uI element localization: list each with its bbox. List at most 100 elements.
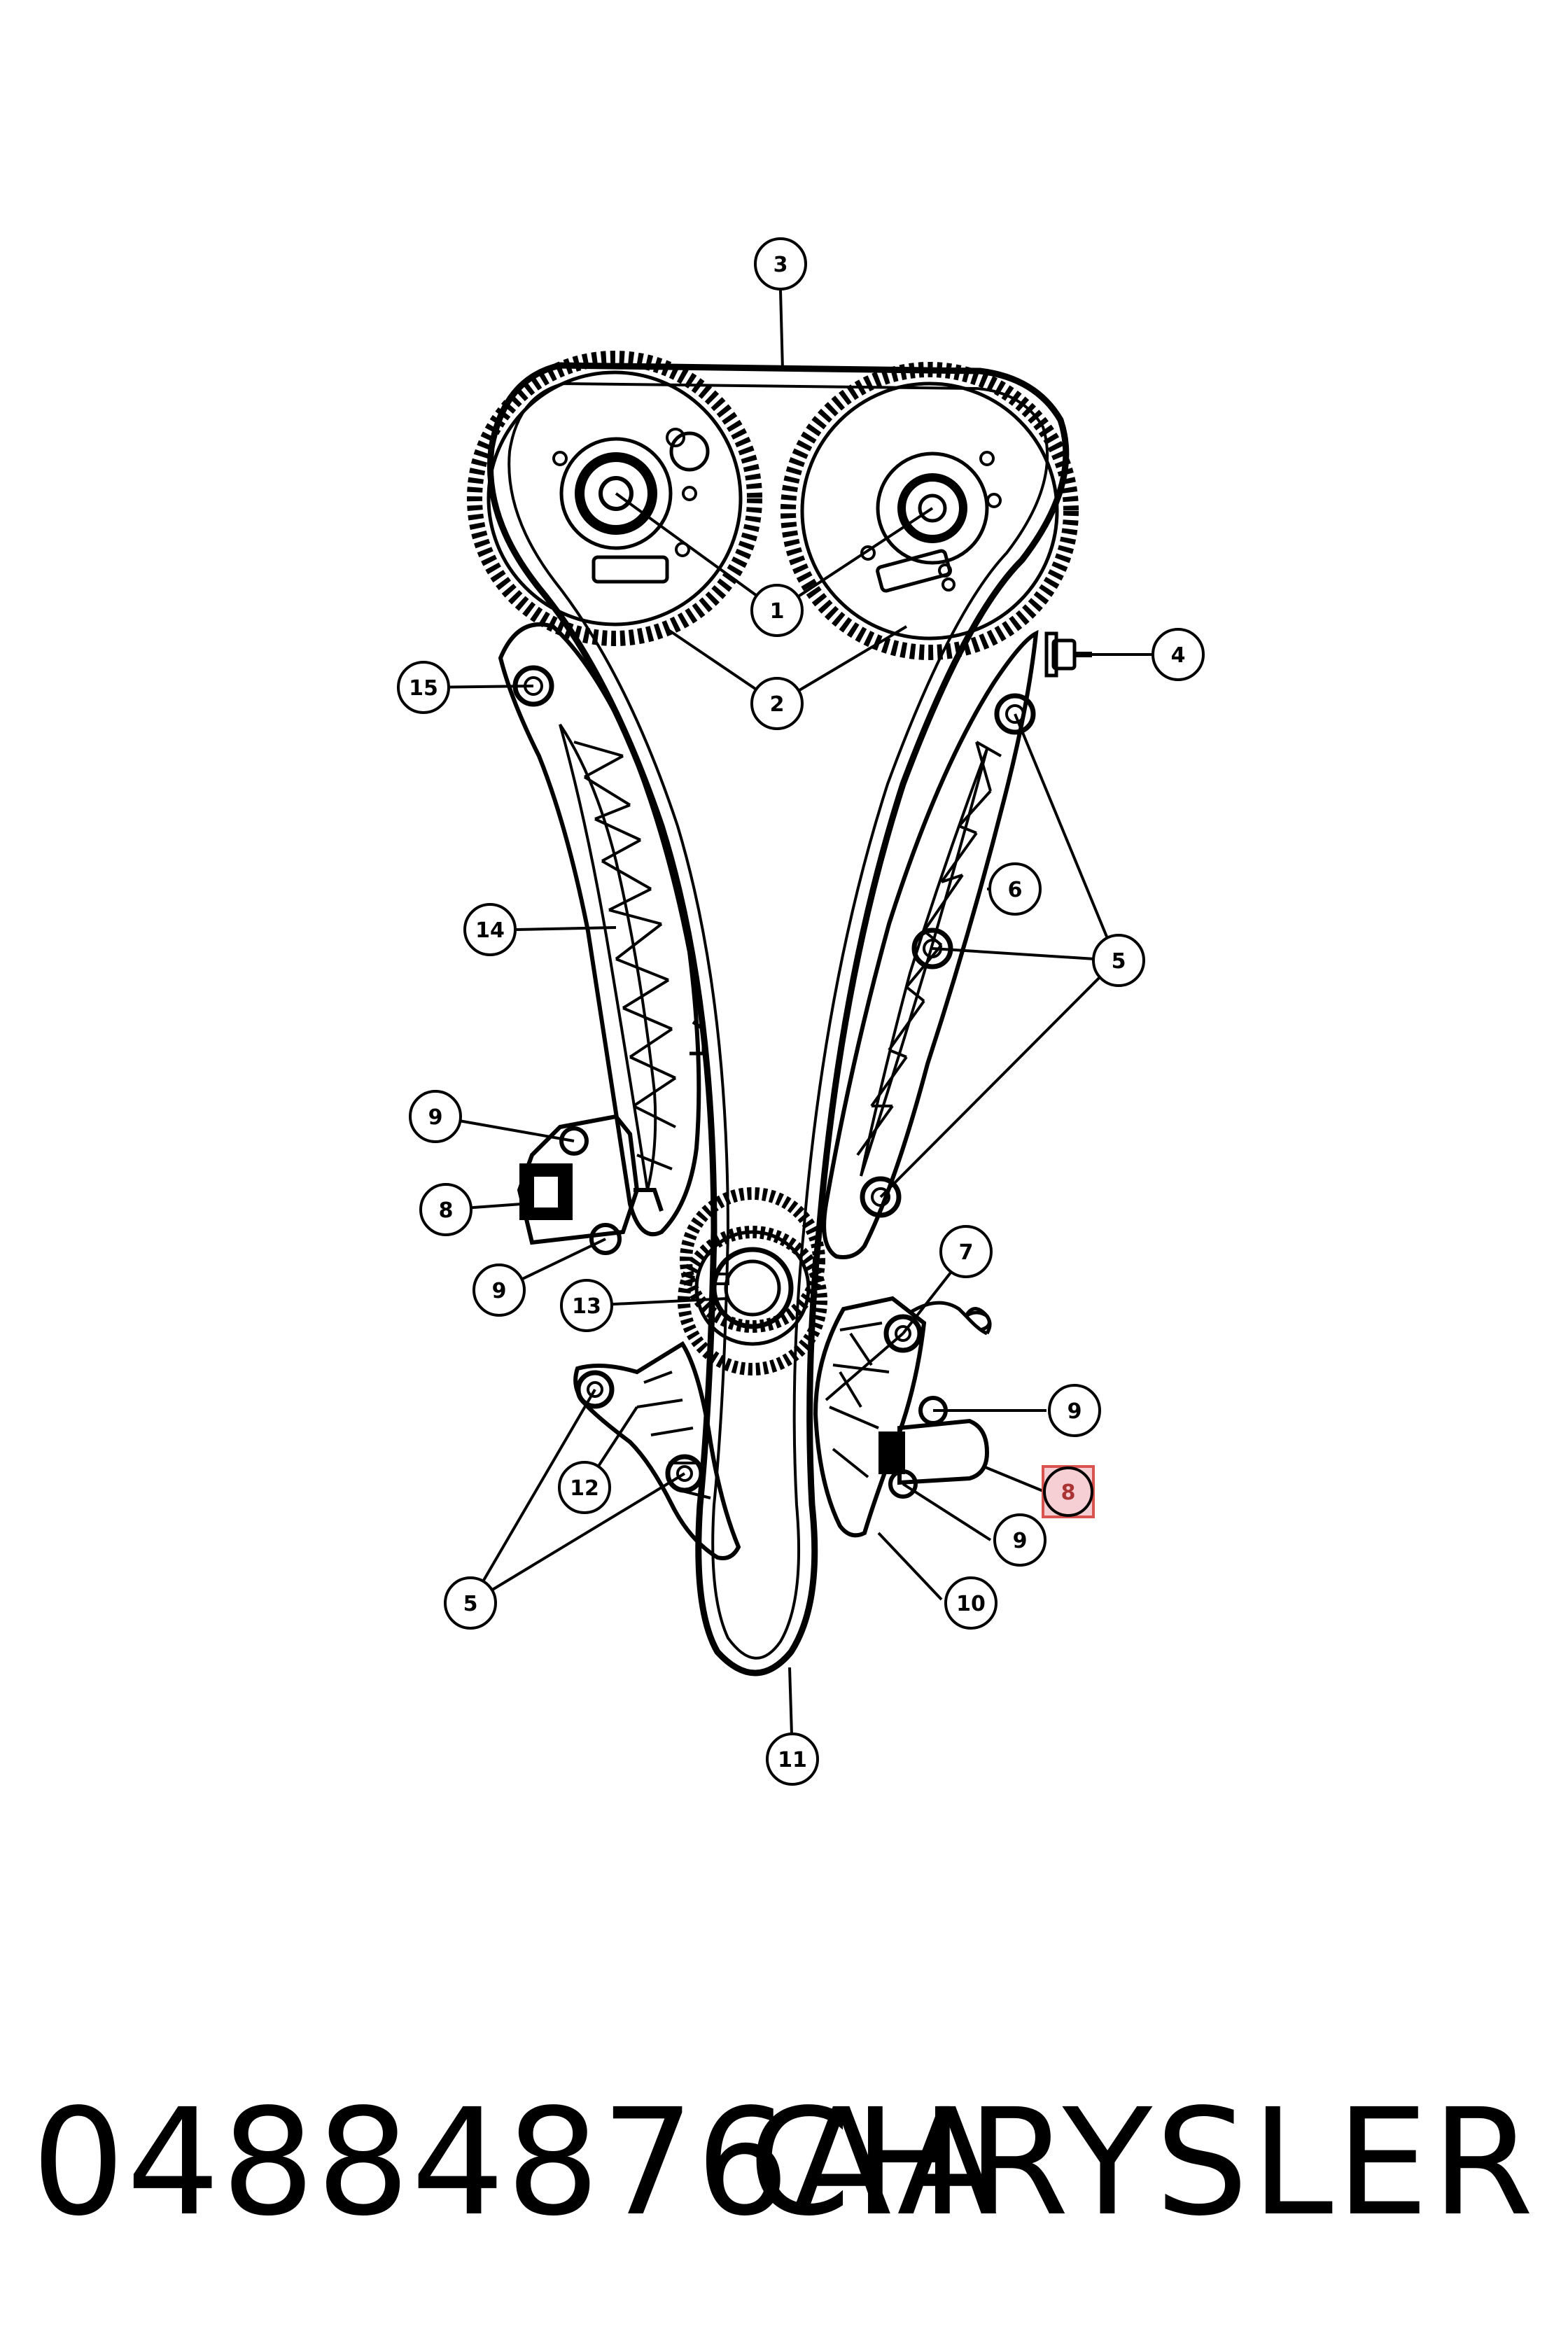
callout-13-circle <box>560 1279 613 1332</box>
leader-1a <box>615 492 778 612</box>
callout-11[interactable]: 11 <box>766 1732 819 1786</box>
callouts: 1 2 3 4 5 5 6 7 <box>397 237 1205 1786</box>
callout-7-circle <box>939 1225 993 1278</box>
callout-8-right-circle <box>1043 1466 1093 1517</box>
leader-5b <box>932 947 1117 962</box>
right-guide-bolt-top-inner <box>1005 704 1025 724</box>
lower-tensioner-arm-body <box>813 1296 927 1538</box>
callout-2-circle <box>750 677 804 730</box>
left-guide-body <box>498 622 701 1237</box>
lower-left-guide-ribs <box>636 1371 711 1499</box>
leader-5a <box>1014 713 1118 961</box>
leader-8b <box>983 1465 1044 1492</box>
crank-sprocket-key <box>714 1273 729 1285</box>
timing-chain <box>486 362 1070 1676</box>
callout-10[interactable]: 10 <box>944 1576 997 1630</box>
callout-3-label: 3 <box>774 253 788 277</box>
oil-jet-bolt-washer <box>1044 631 1058 678</box>
callout-15-label: 15 <box>409 676 438 701</box>
callout-12[interactable]: 12 <box>558 1461 611 1514</box>
callout-5-right[interactable]: 5 <box>1092 934 1145 987</box>
callout-12-circle <box>558 1461 611 1514</box>
callout-6[interactable]: 6 <box>988 862 1042 916</box>
callout-14-circle <box>463 903 517 956</box>
right-cam-sprocket <box>780 362 1079 660</box>
callout-9d-circle <box>993 1513 1046 1567</box>
callout-9-lower-left[interactable]: 9 <box>472 1264 526 1317</box>
callout-5-left-circle <box>444 1576 497 1630</box>
leader-14 <box>516 926 617 931</box>
callout-10-label: 10 <box>956 1592 986 1616</box>
callout-3[interactable]: 3 <box>754 237 807 290</box>
callout-3-circle <box>754 237 807 290</box>
callout-5-right-circle <box>1092 934 1145 987</box>
callout-14[interactable]: 14 <box>463 903 517 956</box>
callout-4-label: 4 <box>1171 643 1186 668</box>
callout-14-label: 14 <box>475 918 505 943</box>
leader-5e <box>469 1472 686 1604</box>
callout-7-label: 7 <box>959 1240 974 1265</box>
callout-9-lower-right[interactable]: 9 <box>993 1513 1046 1567</box>
callout-5-right-label: 5 <box>1112 949 1126 974</box>
right-sprocket-bolt-center <box>918 493 947 523</box>
tensioner-spring-hook <box>964 1307 992 1335</box>
callout-11-label: 11 <box>778 1748 807 1772</box>
upper-tensioner-clip <box>634 1188 664 1212</box>
upper-tensioner <box>517 1114 664 1255</box>
upper-tensioner-bolt-top <box>559 1126 589 1156</box>
right-guide-bolt-top <box>994 693 1036 735</box>
callout-8-left-label: 8 <box>439 1198 454 1223</box>
right-sprocket-hole-4 <box>938 564 952 578</box>
left-sprocket-hub <box>559 437 673 550</box>
callout-9-upper-left[interactable]: 9 <box>409 1090 462 1143</box>
callout-8-right-label: 8 <box>1061 1480 1076 1505</box>
left-sprocket-hole-1 <box>669 431 710 472</box>
right-sprocket-bolt <box>897 473 967 543</box>
lower-left-guide-bolt-top <box>575 1370 615 1409</box>
right-sprocket-hole-3 <box>979 451 995 466</box>
callout-1[interactable]: 1 <box>750 584 804 637</box>
right-sprocket-hole-2 <box>986 493 1002 508</box>
callout-9a-circle <box>409 1090 462 1143</box>
left-chain-guide <box>498 622 706 1237</box>
right-guide-bolt-bottom <box>860 1176 902 1218</box>
left-sprocket-hole-4 <box>552 451 568 466</box>
callout-1-label: 1 <box>770 599 785 624</box>
callout-11-circle <box>766 1732 819 1786</box>
callout-7[interactable]: 7 <box>939 1225 993 1278</box>
leader-1b <box>776 507 934 612</box>
timing-chain-diagram: 1 2 3 4 5 5 6 7 <box>397 237 1205 1786</box>
callout-2[interactable]: 2 <box>750 677 804 730</box>
lower-tensioner-pivot <box>883 1314 923 1353</box>
left-sprocket-hole-3 <box>682 486 697 501</box>
callout-5-left-label: 5 <box>463 1592 478 1616</box>
lower-tensioner-body <box>897 1418 990 1485</box>
leader-10 <box>877 1532 943 1601</box>
lower-left-guide-bolt-bottom <box>665 1454 704 1493</box>
callout-8-right-highlighted[interactable]: 8 <box>1042 1465 1095 1518</box>
lower-tensioner <box>878 1396 990 1499</box>
timing-chain-inner <box>507 382 1049 1660</box>
callout-6-circle <box>988 862 1042 916</box>
right-guide-inner <box>860 748 988 1177</box>
crank-sprocket-bore <box>724 1259 781 1317</box>
footer: 04884876AA CHRYSLER <box>0 2072 1568 2254</box>
callout-8-left[interactable]: 8 <box>419 1183 472 1236</box>
callout-2-label: 2 <box>770 692 785 717</box>
callout-4[interactable]: 4 <box>1152 628 1205 681</box>
callout-15[interactable]: 15 <box>397 661 450 714</box>
right-guide-ribs <box>856 741 1002 1156</box>
callout-9c-circle <box>1048 1384 1101 1437</box>
left-guide-clip <box>690 1020 706 1056</box>
right-sprocket-hub <box>876 451 989 565</box>
leader-7b <box>825 1332 904 1401</box>
right-guide-body <box>822 629 1039 1259</box>
callout-13[interactable]: 13 <box>560 1279 613 1332</box>
lower-tensioner-plunger <box>878 1432 905 1474</box>
left-guide-ribs <box>573 741 677 1170</box>
left-sprocket-teeth <box>467 351 762 646</box>
lower-tensioner-pivot-inner <box>895 1325 911 1342</box>
callout-9-upper-right[interactable]: 9 <box>1048 1384 1101 1437</box>
callout-5-left[interactable]: 5 <box>444 1576 497 1630</box>
leader-3 <box>779 290 784 370</box>
